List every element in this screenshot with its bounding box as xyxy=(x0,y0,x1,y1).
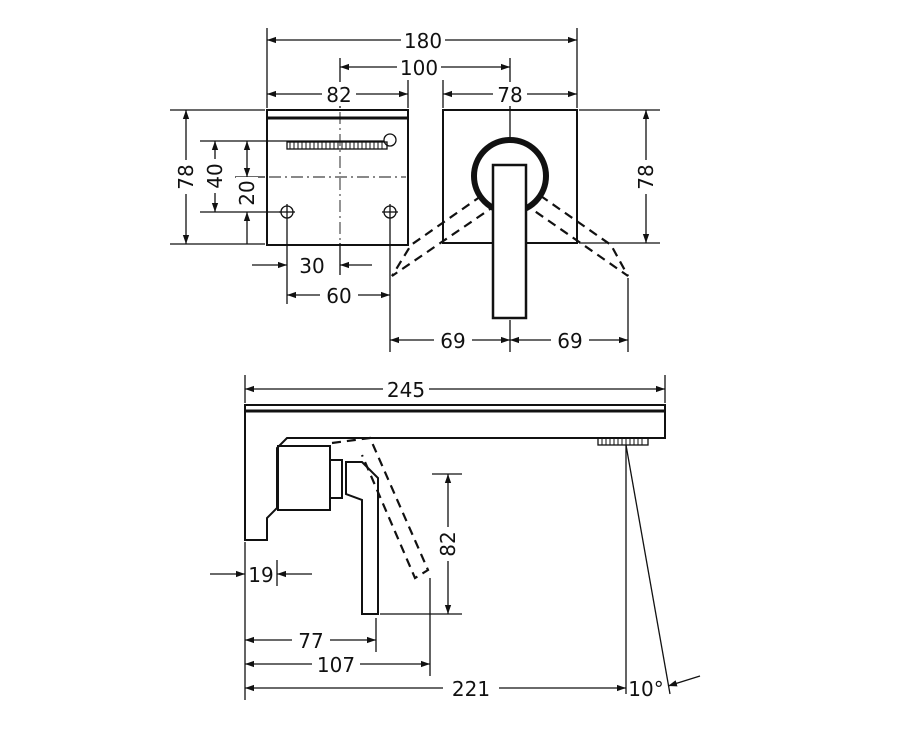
side-view-body xyxy=(244,404,671,695)
dim-221: 221 xyxy=(245,676,626,701)
dim-20: 20 xyxy=(235,141,259,244)
dim-78-right-height: 78 xyxy=(634,110,658,243)
dim-19-label: 19 xyxy=(248,563,273,587)
dim-69-left: 69 xyxy=(390,328,510,353)
dim-77-label: 77 xyxy=(298,629,323,653)
handle-lever xyxy=(491,163,528,320)
dim-100: 100 xyxy=(340,55,510,80)
dim-30: 30 xyxy=(252,254,372,278)
dim-78-right-label: 78 xyxy=(634,164,658,189)
dim-78-width-label: 78 xyxy=(497,83,522,107)
dim-221-label: 221 xyxy=(452,677,490,701)
dim-82-side: 82 xyxy=(436,474,460,614)
dim-19: 19 xyxy=(210,563,312,587)
handle-swing-left xyxy=(391,186,497,277)
spout-aerator xyxy=(597,437,649,446)
dim-20-label: 20 xyxy=(235,180,259,205)
dim-180-label: 180 xyxy=(404,29,442,53)
lever-side xyxy=(345,461,379,615)
water-stream-angle xyxy=(625,444,671,695)
dim-78-left-height: 78 xyxy=(174,110,198,244)
dim-107-label: 107 xyxy=(317,653,355,677)
dim-40-label: 40 xyxy=(203,163,227,188)
lever-dashed-position xyxy=(331,436,430,580)
dim-82: 82 xyxy=(267,82,408,107)
dim-78-width: 78 xyxy=(443,82,577,107)
dim-100-label: 100 xyxy=(400,56,438,80)
screw-hole-bottom-right xyxy=(382,204,398,220)
screw-hole-bottom-left xyxy=(279,204,295,220)
dim-245-label: 245 xyxy=(387,378,425,402)
dim-180: 180 xyxy=(267,28,577,53)
dim-82-label: 82 xyxy=(326,83,351,107)
dim-107: 107 xyxy=(245,652,430,677)
dim-69-right: 69 xyxy=(510,328,628,353)
dim-69-right-label: 69 xyxy=(557,329,582,353)
dim-77: 77 xyxy=(245,628,376,653)
dim-78-left-label: 78 xyxy=(174,164,198,189)
dim-60: 60 xyxy=(287,283,390,308)
dim-10-degree: 10° xyxy=(628,675,701,701)
dim-10-degree-label: 10° xyxy=(628,677,663,701)
dim-69-left-label: 69 xyxy=(440,329,465,353)
aerator-slot xyxy=(286,141,388,150)
dim-245: 245 xyxy=(245,377,665,402)
left-cover-plate xyxy=(266,109,409,246)
dim-60-label: 60 xyxy=(326,284,351,308)
dim-30-label: 30 xyxy=(299,254,324,278)
screw-hole-top xyxy=(383,133,397,147)
dim-40: 40 xyxy=(203,141,227,212)
handle-swing-right xyxy=(525,186,629,277)
right-mixer-plate xyxy=(391,109,629,320)
dim-82-side-label: 82 xyxy=(436,531,460,556)
mixer-body-block xyxy=(277,445,343,511)
